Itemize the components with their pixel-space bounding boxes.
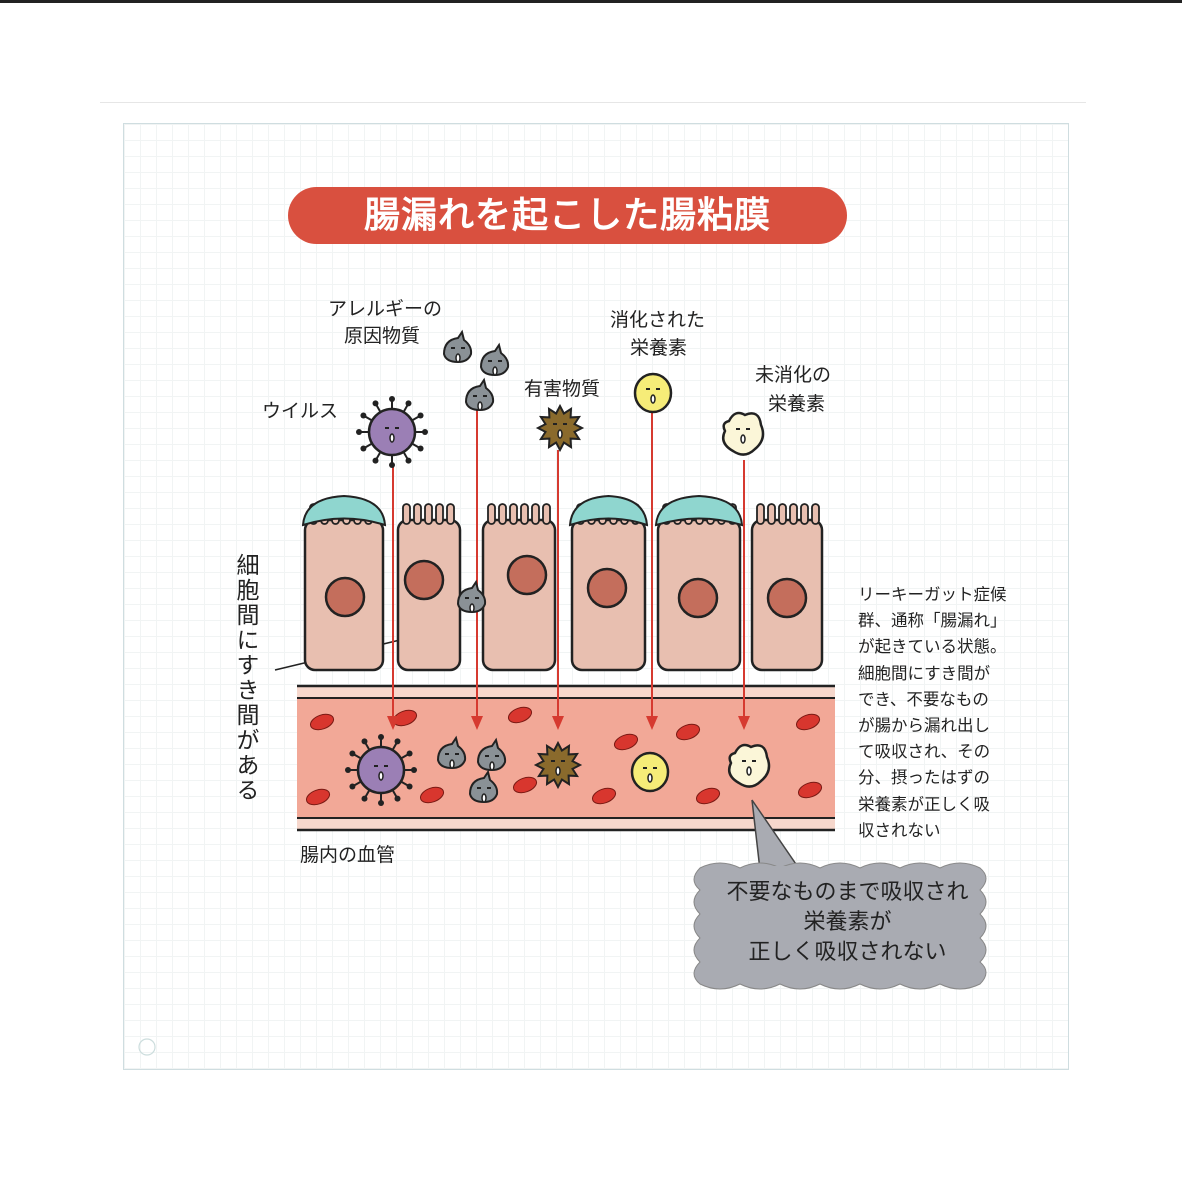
page-title: 腸漏れを起こした腸粘膜 <box>288 187 847 244</box>
undigested-nutrient-icon <box>722 411 765 456</box>
microvillus <box>778 503 787 525</box>
side-line: でき、不要なもの <box>858 689 989 709</box>
microvillus <box>756 503 765 525</box>
label-virus: ウイルス <box>262 400 339 422</box>
mucus-layer <box>301 494 387 527</box>
virus-icon <box>345 734 417 806</box>
cell <box>750 503 824 672</box>
bubble-text: 不要なものまで吸収され 栄養素が 正しく吸収されない <box>700 878 995 968</box>
microvillus <box>811 503 820 525</box>
allergen-icon <box>442 329 473 364</box>
red-blood-cell <box>309 713 335 731</box>
microvillus <box>435 503 444 525</box>
microvillus <box>767 503 776 525</box>
arrow-head-icon <box>646 716 658 730</box>
label-undigested-2: 栄養素 <box>768 393 826 415</box>
microvillus <box>498 503 507 525</box>
cell <box>396 503 462 672</box>
nucleus <box>677 577 719 619</box>
microvillus <box>800 503 809 525</box>
scan-edge <box>0 0 1182 3</box>
harmful-substance-icon <box>535 403 585 453</box>
red-blood-cell <box>795 713 821 731</box>
red-blood-cell <box>613 733 639 751</box>
red-blood-cell <box>675 723 701 741</box>
particles <box>345 329 771 806</box>
allergen-icon <box>479 342 510 377</box>
label-harmful: 有害物質 <box>524 378 601 400</box>
side-line: て吸収され、その <box>858 742 991 762</box>
label-allergen-2: 原因物質 <box>344 325 421 347</box>
label-vessel: 腸内の血管 <box>300 844 396 866</box>
red-blood-cell <box>512 776 538 794</box>
side-line: が起きている状態。 <box>858 637 1007 657</box>
arrow-head-icon <box>552 716 564 730</box>
red-blood-cell <box>591 787 617 805</box>
nucleus <box>586 567 628 609</box>
cell-body <box>481 518 557 672</box>
cell <box>301 494 387 672</box>
side-line: 収されない <box>858 820 941 840</box>
cell <box>481 503 557 672</box>
undigested-nutrient-icon <box>728 743 771 788</box>
sheet <box>100 102 1086 1088</box>
microvillus <box>413 503 422 525</box>
side-line: 細胞間にすき間が <box>858 663 991 683</box>
digested-nutrient-icon <box>633 372 673 414</box>
red-blood-cell <box>695 787 721 805</box>
label-allergen-1: アレルギーの <box>328 298 443 320</box>
microvillus <box>487 503 496 525</box>
bubble-line: 栄養素が <box>803 910 892 935</box>
label-digested-2: 栄養素 <box>630 337 688 359</box>
harmful-substance-icon <box>533 740 583 790</box>
virus-icon <box>356 396 428 468</box>
epithelial-cells <box>301 494 824 672</box>
microvillus <box>531 503 540 525</box>
nucleus <box>506 554 548 596</box>
label-digested-1: 消化された <box>610 309 706 331</box>
microvillus <box>402 503 411 525</box>
page-mark-icon <box>138 1038 156 1056</box>
side-line: が腸から漏れ出し <box>858 716 990 736</box>
allergen-icon <box>468 769 499 804</box>
allergen-icon <box>436 735 467 770</box>
red-blood-cells <box>305 706 823 806</box>
allergen-icon <box>476 737 507 772</box>
cell <box>654 494 744 672</box>
digested-nutrient-icon <box>630 751 670 793</box>
arrow-head-icon <box>738 716 750 730</box>
bubble-line: 正しく吸収されない <box>748 940 947 965</box>
side-line: 分、摂ったはずの <box>858 768 990 788</box>
arrow-head-icon <box>387 716 399 730</box>
cell <box>568 494 649 672</box>
microvillus <box>520 503 529 525</box>
microvillus <box>446 503 455 525</box>
speech-bubble <box>693 799 987 990</box>
microvillus <box>509 503 518 525</box>
side-description: リーキーガット症候 群、通称「腸漏れ」 が起きている状態。 細胞間にすき間が で… <box>858 582 1028 844</box>
allergen-icon <box>464 377 495 412</box>
label-undigested-1: 未消化の <box>755 364 832 386</box>
red-blood-cell <box>419 786 445 804</box>
mucus-layer <box>568 494 649 527</box>
label-gap: 細胞間にすき間がある <box>232 553 258 803</box>
nucleus <box>403 559 445 601</box>
red-blood-cell <box>507 706 533 724</box>
bubble-line: 不要なものまで吸収され <box>726 880 969 905</box>
mucus-layer <box>654 494 744 527</box>
arrow-head-icon <box>471 716 483 730</box>
microvillus <box>542 503 551 525</box>
microvillus <box>424 503 433 525</box>
side-line: 栄養素が正しく吸 <box>858 794 990 814</box>
absorption-arrows <box>387 405 750 730</box>
side-line: リーキーガット症候 <box>858 585 1007 604</box>
nucleus <box>324 576 366 618</box>
red-blood-cell <box>797 781 823 799</box>
allergen-icon <box>456 579 487 614</box>
side-line: 群、通称「腸漏れ」 <box>858 611 1007 631</box>
microvillus <box>789 503 798 525</box>
nucleus <box>766 577 808 619</box>
red-blood-cell <box>305 788 331 806</box>
